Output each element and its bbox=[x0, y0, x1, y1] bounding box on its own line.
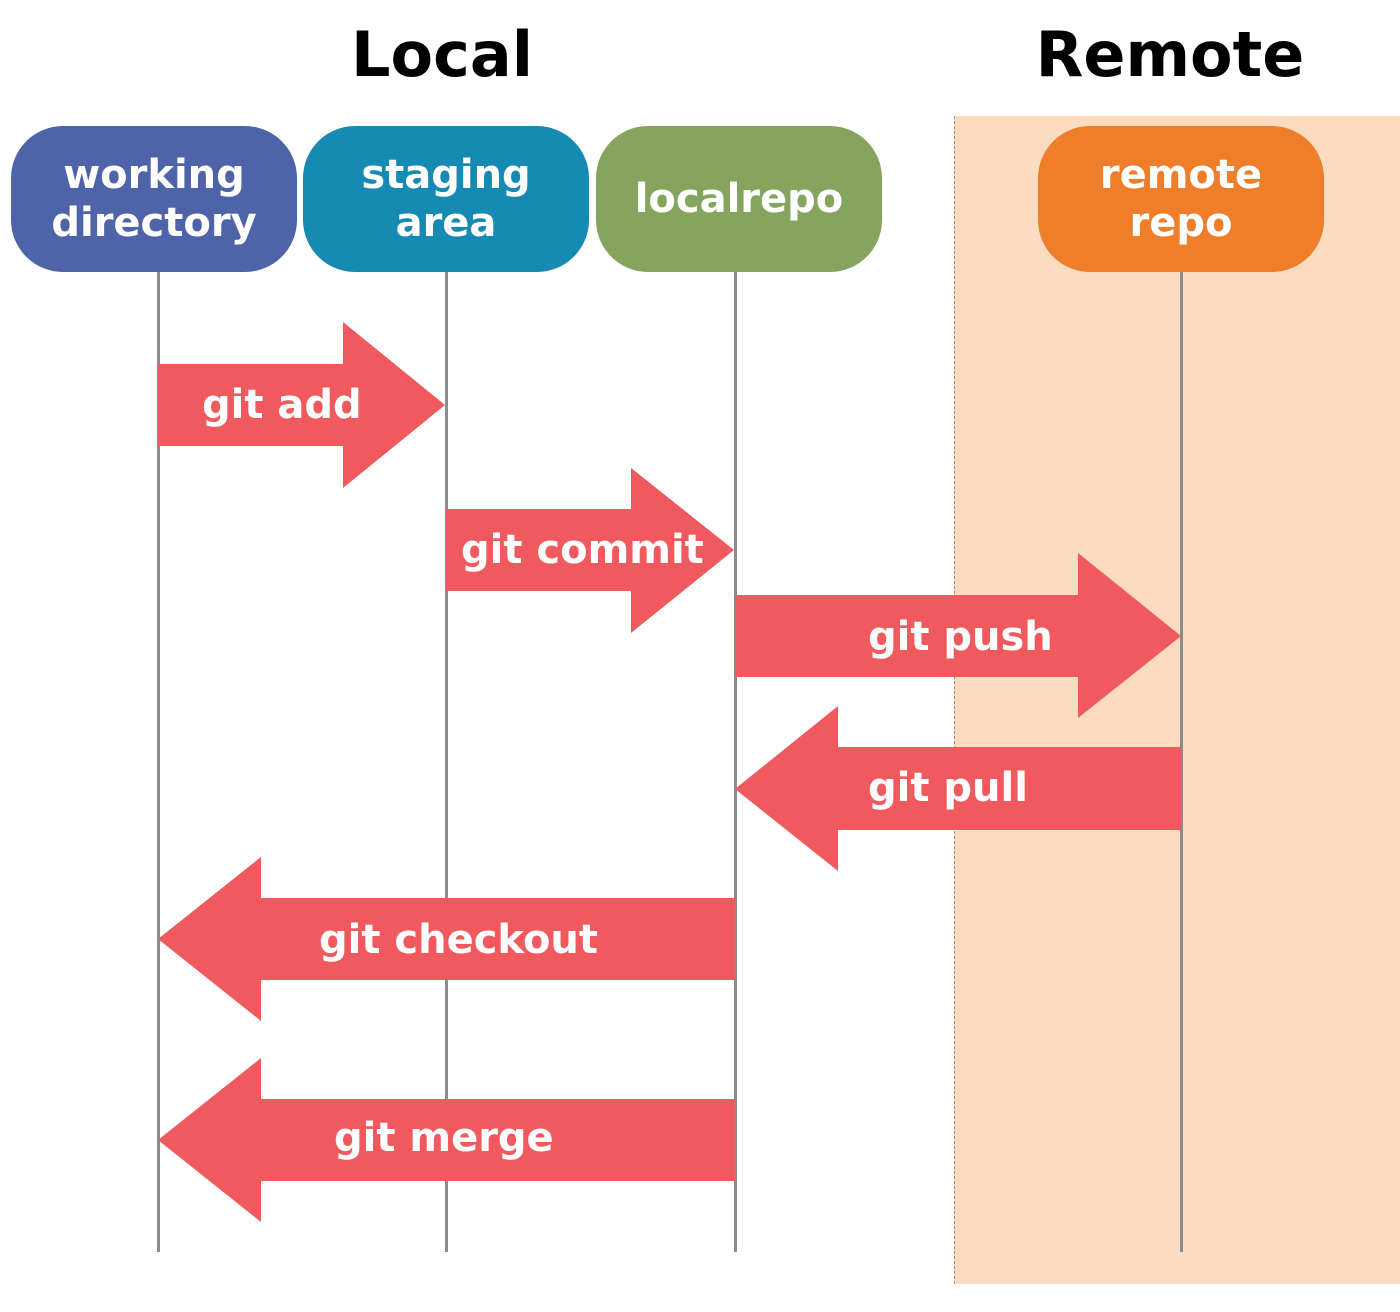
lane-staging-area bbox=[445, 270, 448, 1252]
label-git-commit: git commit bbox=[461, 527, 704, 573]
remote-title: Remote bbox=[1035, 18, 1305, 91]
label-git-pull: git pull bbox=[868, 765, 1028, 811]
arrow-git-push bbox=[735, 553, 1181, 718]
lane-local-repo bbox=[734, 270, 737, 1252]
local-title: Local bbox=[351, 18, 533, 91]
arrow-git-add bbox=[158, 322, 445, 488]
box-staging-area: staging area bbox=[303, 126, 589, 272]
arrow-git-merge bbox=[158, 1058, 735, 1222]
lane-remote-repo bbox=[1180, 270, 1183, 1252]
label-git-push: git push bbox=[868, 614, 1053, 660]
remote-zone bbox=[954, 116, 1400, 1284]
box-local-repo: localrepo bbox=[596, 126, 882, 272]
lane-working-directory bbox=[157, 270, 160, 1252]
label-git-merge: git merge bbox=[334, 1115, 554, 1161]
arrow-git-checkout bbox=[158, 857, 735, 1021]
label-git-add: git add bbox=[202, 382, 362, 428]
box-working-directory: working directory bbox=[11, 126, 297, 272]
arrow-git-pull bbox=[735, 706, 1181, 871]
box-remote-repo: remote repo bbox=[1038, 126, 1324, 272]
label-git-checkout: git checkout bbox=[319, 917, 599, 963]
arrow-git-commit bbox=[446, 468, 734, 633]
